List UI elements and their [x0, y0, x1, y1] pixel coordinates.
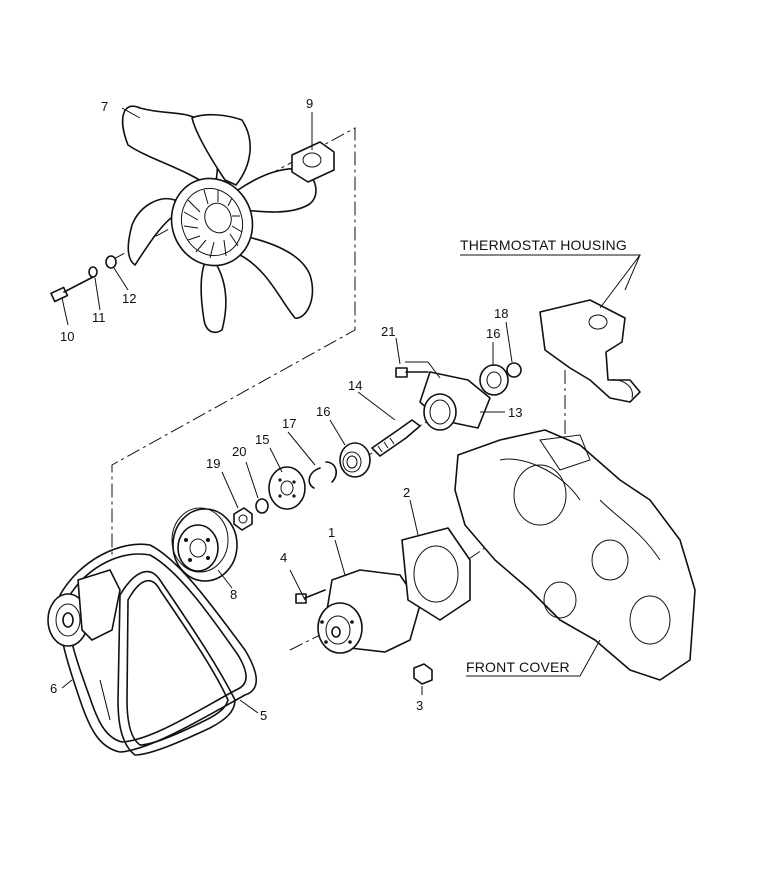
- drive-belt: [58, 543, 258, 756]
- callout-16-left: 16: [316, 404, 330, 419]
- callout-17: 17: [282, 416, 296, 431]
- label-thermostat-housing: THERMOSTAT HOUSING: [460, 237, 627, 253]
- callout-9: 9: [306, 96, 313, 111]
- callout-3: 3: [416, 698, 423, 713]
- flange-15: [268, 466, 306, 510]
- callout-numbers: 7 9 10 11 12 21 16 18 14 13 16 17 15 20 …: [50, 96, 522, 723]
- shaft-14: [371, 419, 421, 457]
- label-front-cover: FRONT COVER: [466, 659, 570, 675]
- callout-1: 1: [328, 525, 335, 540]
- callout-2: 2: [403, 485, 410, 500]
- flat-washer: [105, 255, 117, 269]
- callout-15: 15: [255, 432, 269, 447]
- callout-11: 11: [92, 310, 106, 325]
- bearing-housing-13: [419, 371, 491, 431]
- washer-20: [255, 498, 269, 514]
- callout-16-right: 16: [486, 326, 500, 341]
- callout-5: 5: [260, 708, 267, 723]
- plug-3: [413, 663, 433, 685]
- callout-4: 4: [280, 550, 287, 565]
- callout-8: 8: [230, 587, 237, 602]
- callout-6: 6: [50, 681, 57, 696]
- seal-18: [506, 362, 522, 378]
- callout-14: 14: [348, 378, 362, 393]
- alternator-pulley: [47, 569, 121, 647]
- gasket-2: [401, 527, 471, 621]
- thermostat-housing-part: [539, 299, 641, 403]
- callout-19: 19: [206, 456, 220, 471]
- callout-18: 18: [494, 306, 508, 321]
- bolt-4: [295, 589, 326, 604]
- bearing-16-right: [479, 364, 509, 396]
- fan-bolt: [50, 275, 96, 303]
- leader-lines: [61, 107, 642, 721]
- snap-ring-17: [308, 461, 338, 489]
- front-cover-part: [454, 429, 696, 681]
- callout-20: 20: [232, 444, 246, 459]
- callout-7: 7: [101, 99, 108, 114]
- pump-pulley: [171, 507, 238, 582]
- nut-19: [233, 507, 253, 531]
- fan-assembly: [121, 105, 317, 334]
- callout-12: 12: [122, 291, 136, 306]
- bearing-16-left: [339, 442, 371, 478]
- fan-spacer: [291, 141, 335, 183]
- callout-13: 13: [508, 405, 522, 420]
- water-pump-1: [317, 569, 421, 654]
- callout-10: 10: [60, 329, 74, 344]
- bolt-21: [395, 367, 429, 378]
- lock-washer: [88, 266, 98, 278]
- callout-21: 21: [381, 324, 395, 339]
